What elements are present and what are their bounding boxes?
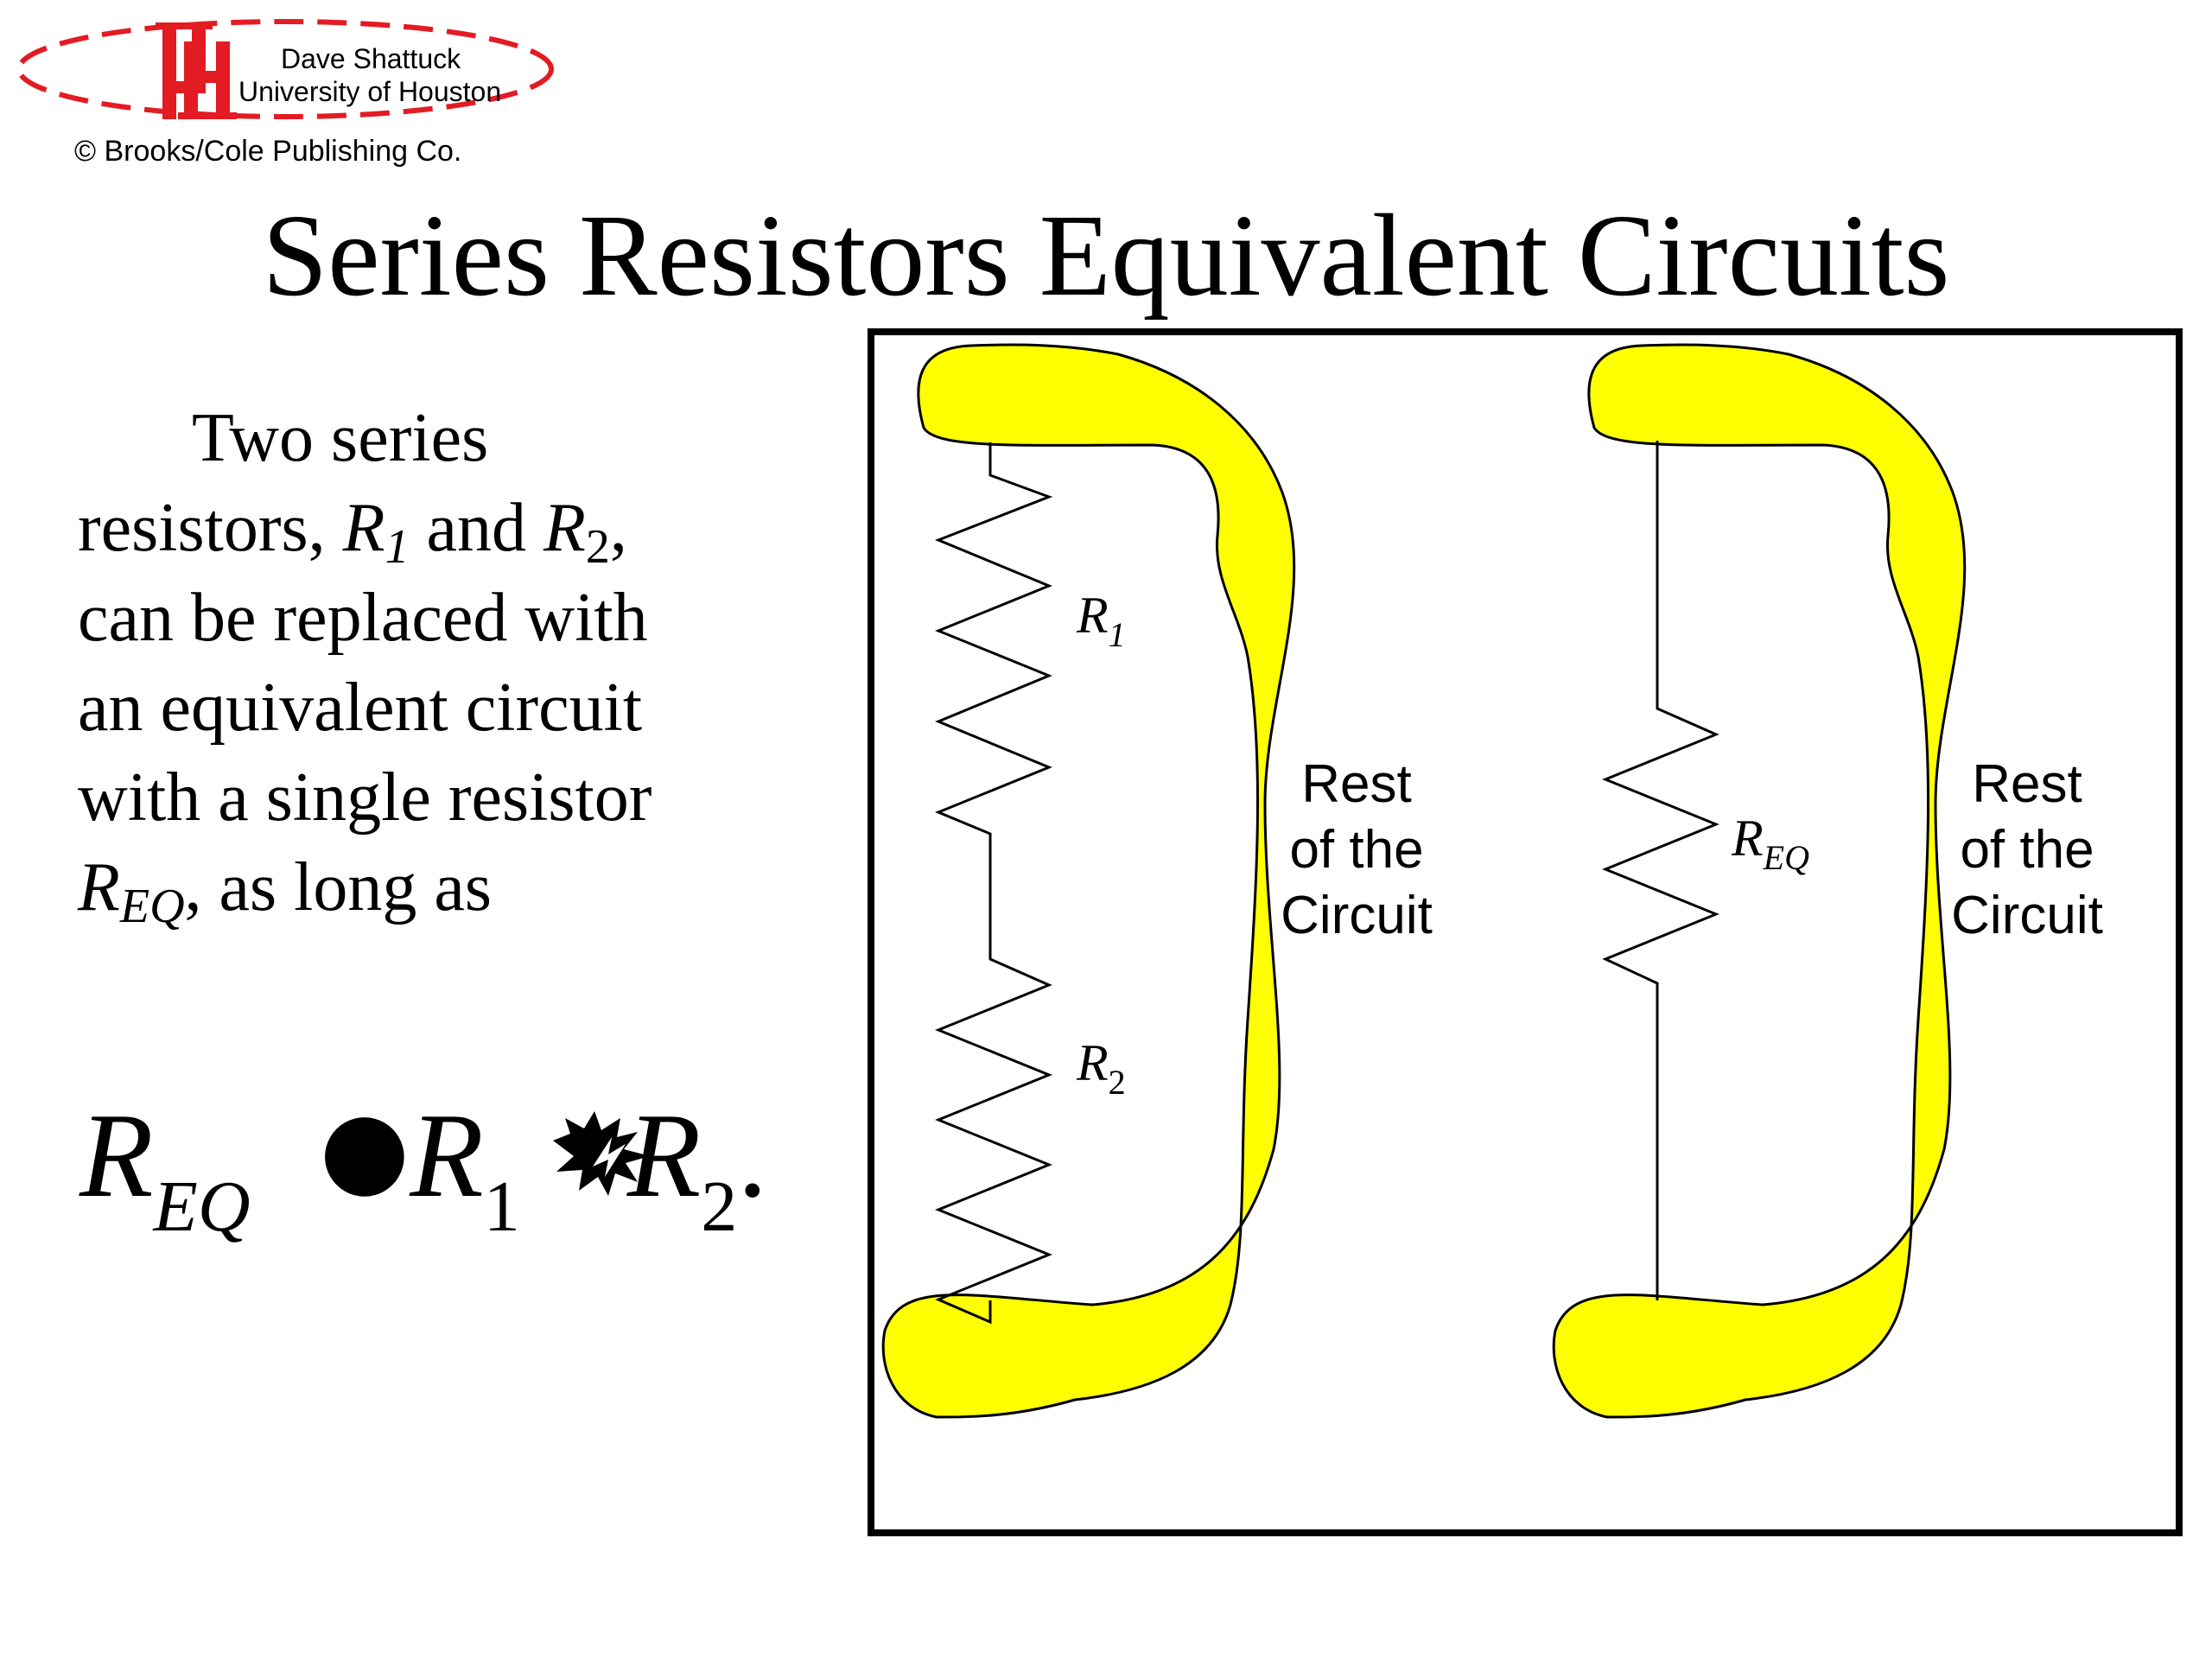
r2-label-symbol: R	[1076, 1034, 1109, 1091]
rest-label-line: Rest	[1972, 754, 2082, 814]
description-paragraph: Two series resistors, R1 and R2, can be …	[78, 393, 652, 932]
r1-subscript: 1	[385, 520, 410, 574]
r2-label: R2	[1076, 1034, 1126, 1102]
para-line-3: can be replaced with	[78, 580, 648, 656]
rest-of-circuit-blob	[1552, 343, 1967, 1419]
text-segment: ,	[609, 490, 627, 566]
eq-r2-symbol: R	[626, 1089, 702, 1223]
logo-institution: University of Houston	[238, 76, 502, 107]
r1-resistor	[934, 442, 1053, 942]
r1-symbol: R	[342, 490, 385, 566]
circuit-diagram: R1 R2 REQ Rest of the Circuit Rest of th…	[868, 328, 2183, 1536]
para-line-2: resistors, R1 and R2,	[78, 483, 652, 573]
eq-period: .	[737, 1089, 768, 1223]
req-symbol: R	[78, 849, 120, 925]
text-segment: resistors,	[78, 490, 343, 566]
req-subscript: EQ	[119, 880, 185, 933]
rest-label-line: Circuit	[1951, 886, 2103, 945]
r2-symbol: R	[543, 490, 586, 566]
text-segment: and	[409, 490, 544, 566]
rest-label-line: Rest	[1301, 754, 1411, 814]
logo-dashed-ellipse	[16, 19, 554, 119]
rest-label-line: of the	[1960, 820, 2094, 880]
req-label-subscript: EQ	[1763, 838, 1809, 877]
r1-label-symbol: R	[1076, 587, 1109, 644]
r1-label: R1	[1076, 587, 1126, 654]
eq-req-subscript: EQ	[153, 1166, 251, 1247]
slide-title: Series Resistors Equivalent Circuits	[262, 191, 1950, 321]
r1-label-subscript: 1	[1109, 615, 1126, 654]
para-line-1: Two series	[192, 400, 489, 476]
para-line-5: with a single resistor	[78, 760, 652, 836]
r2-resistor	[935, 942, 1052, 1325]
equals-glyph: ●	[319, 1089, 410, 1209]
req-resistor	[1602, 441, 1719, 1300]
garbled-plus-icon	[552, 1111, 650, 1196]
rest-label-line: of the	[1289, 820, 1423, 880]
uh-logo-icon	[156, 22, 237, 119]
text-segment: , as long as	[184, 849, 493, 925]
para-line-6: REQ, as long as	[78, 842, 652, 932]
req-label-symbol: R	[1731, 810, 1764, 867]
eq-req-symbol: R	[79, 1089, 154, 1223]
req-label: REQ	[1731, 810, 1809, 877]
eq-r1-subscript: 1	[483, 1166, 520, 1247]
eq-r2-subscript: 2	[701, 1166, 738, 1247]
copyright-notice: © Brooks/Cole Publishing Co.	[74, 135, 462, 168]
rest-of-circuit-blob	[881, 343, 1296, 1419]
rest-label-line: Circuit	[1281, 886, 1433, 945]
logo-author: Dave Shattuck	[281, 43, 461, 74]
r2-subscript: 2	[585, 520, 610, 574]
eq-r1-symbol: R	[410, 1089, 484, 1223]
para-line-4: an equivalent circuit	[78, 670, 643, 746]
r2-label-subscript: 2	[1109, 1063, 1126, 1102]
logo	[16, 19, 554, 119]
